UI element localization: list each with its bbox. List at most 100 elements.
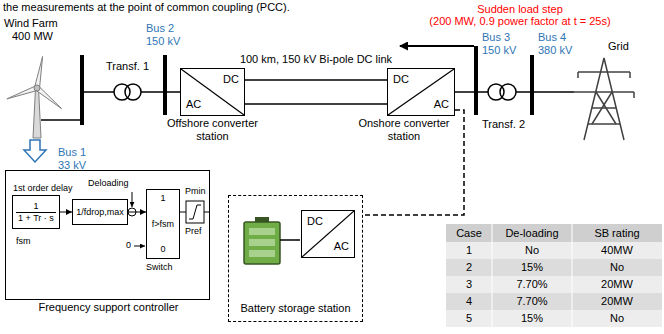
converter-box: DCACOffshore converter station	[180, 68, 245, 116]
table-cell: Case	[456, 227, 482, 240]
transfer-block: 1st order delay11 + Tr · s	[12, 195, 60, 229]
signal-line	[132, 192, 133, 207]
table-cell: De-loading	[505, 227, 558, 240]
table-cell: 5	[466, 312, 472, 325]
signal-label: Pref	[185, 226, 202, 237]
signal-label: fsm	[16, 236, 31, 247]
diagonal-line	[302, 211, 354, 257]
storage-station-box: Battery storage stationDCAC	[228, 195, 363, 322]
diagonal-line	[388, 69, 454, 115]
limiter-block	[186, 201, 204, 223]
pylon-legs	[584, 58, 624, 140]
pylon-brace	[592, 92, 612, 124]
table-row	[446, 259, 662, 276]
battery-icon	[244, 217, 280, 264]
pylon-arm	[578, 71, 630, 73]
transformer-winding	[500, 84, 516, 100]
dc-line	[245, 103, 387, 105]
pylon	[574, 58, 634, 140]
note-text: the measurements at the point of common …	[3, 1, 290, 14]
bus-bar	[80, 55, 84, 125]
table-row	[446, 293, 662, 310]
converter-box: DCACOnshore converter station	[387, 68, 455, 116]
table-cell: No	[525, 244, 539, 257]
table-cell: No	[610, 312, 624, 325]
limiter-curve	[189, 205, 201, 219]
signal-label: Pmin	[185, 186, 206, 197]
diagonal-line	[181, 69, 244, 115]
turbine-blade	[35, 57, 43, 89]
source-label: 400 MW	[12, 30, 53, 43]
signal-arrow	[128, 212, 146, 213]
table-cell: SB rating	[594, 227, 639, 240]
table-cell: 1	[466, 244, 472, 257]
node-text: 0	[160, 244, 165, 255]
node-text: AC	[186, 98, 201, 111]
node-text: AC	[434, 98, 449, 111]
bus-label: 33 kV	[58, 159, 86, 172]
table-row	[446, 310, 662, 327]
table-row	[446, 242, 662, 259]
battery-cell	[249, 228, 275, 235]
node-heading: 1st order delay	[13, 183, 73, 194]
link-label: 100 km, 150 kV Bi-pole DC link	[238, 53, 394, 66]
transformer-label: Transf. 2	[482, 118, 525, 131]
table-cell: 4	[466, 295, 472, 308]
load-arrow	[400, 45, 474, 47]
bus-label: Bus 4	[538, 31, 566, 44]
bus-label: Bus 2	[146, 22, 174, 35]
bus-bar	[163, 55, 167, 115]
node-text: AC	[334, 240, 349, 253]
gain-block: 1/fdrop,max	[72, 199, 128, 225]
wind-turbine	[7, 57, 62, 139]
table-cell: 20MW	[601, 278, 633, 291]
node-text: DC	[393, 73, 409, 86]
table-rule	[572, 224, 573, 327]
wire	[141, 91, 163, 93]
table-cell: 7.70%	[516, 295, 547, 308]
turbine-hub	[34, 85, 40, 91]
grid-label: Grid	[608, 40, 629, 53]
insulator	[633, 92, 635, 98]
node-text: 1/fdrop,max	[76, 207, 124, 218]
turbine-tower	[33, 88, 41, 138]
table-header	[446, 224, 662, 242]
table-cell: 2	[466, 261, 472, 274]
bus-label: 150 kV	[146, 35, 180, 48]
signal-arrow	[60, 212, 72, 213]
table-rule	[492, 224, 493, 327]
case-table	[446, 224, 662, 327]
node-text: 1	[33, 201, 38, 212]
battery-cell	[249, 250, 275, 257]
insulator	[577, 72, 579, 78]
signal-label: 0	[126, 240, 131, 251]
wire	[478, 91, 488, 93]
signal-line	[180, 212, 186, 213]
node-heading: Offshore converter station	[158, 117, 268, 143]
table-cell: 7.70%	[516, 278, 547, 291]
event-note: Sudden load step	[477, 3, 563, 16]
transformer-winding	[125, 84, 141, 100]
bus-bar	[530, 55, 534, 115]
table-row	[446, 276, 662, 293]
bus-label: 380 kV	[538, 44, 572, 57]
wire	[280, 239, 300, 241]
bus-bar	[474, 46, 478, 115]
transformer-label: Transf. 1	[106, 60, 149, 73]
table-cell: 3	[466, 278, 472, 291]
insulator	[629, 72, 631, 78]
hollow-arrow	[24, 140, 46, 162]
node-text: DC	[223, 73, 239, 86]
wire	[534, 91, 574, 93]
bus-label: Bus 3	[482, 31, 510, 44]
table-cell: 15%	[521, 312, 543, 325]
node-text: 1	[160, 193, 165, 204]
wire	[455, 91, 474, 93]
converter-box: DCAC	[301, 210, 355, 258]
pylon-arm	[574, 91, 634, 93]
node-heading: Frequency support controller	[6, 301, 211, 314]
battery-cell	[249, 239, 275, 246]
pylon-brace	[592, 107, 616, 109]
signal-label: Switch	[146, 262, 173, 273]
